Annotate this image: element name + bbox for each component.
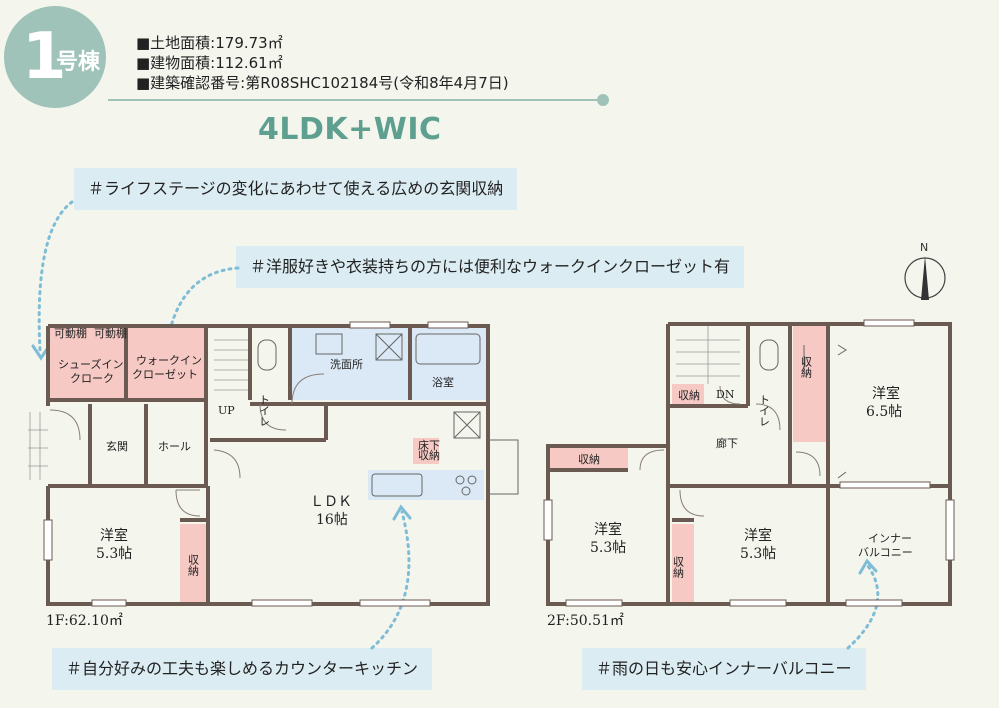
floor1-walls <box>46 324 490 606</box>
label-storage-right: 収納 <box>800 356 813 379</box>
label-underfloor-1: 床下 <box>418 438 440 452</box>
label-storage-top: 収納 <box>578 453 600 466</box>
label-ldk-2: 16帖 <box>316 512 348 528</box>
label-shelf-b: 可動棚 <box>94 326 127 340</box>
label-corridor: 廊下 <box>716 436 738 450</box>
label-up: UP <box>218 404 235 417</box>
label-shelf-a: 可動棚 <box>54 326 87 340</box>
label-storage-stairs: 収納 <box>678 389 700 402</box>
label-balcony-2: バルコニー <box>858 546 913 559</box>
callout-walk-in-closet: ＃洋服好きや衣装持ちの方には便利なウォークインクローゼット有 <box>236 246 745 288</box>
compass-label: N <box>920 241 928 254</box>
floor2-windows <box>543 319 955 607</box>
label-western1-1: 洋室 <box>100 527 128 544</box>
label-balcony-1: インナー <box>868 532 912 545</box>
arrow-head-balcony <box>858 558 878 575</box>
storage1-fill <box>180 524 206 602</box>
arrow-inner-balcony <box>846 564 880 650</box>
floor1-windows <box>43 321 469 607</box>
floor1-doors <box>49 373 325 517</box>
washroom-fill <box>290 328 410 400</box>
label-toilet: トイレ <box>258 394 271 427</box>
header-divider <box>108 99 604 101</box>
callout-counter-kitchen: ＃自分好みの工夫も楽しめるカウンターキッチン <box>52 648 433 690</box>
label-wic-1: ウォークイン <box>136 354 202 367</box>
label-wic-2: クローゼット <box>132 368 198 381</box>
floor1-plan: 可動棚 可動棚 シューズイン クローク ウォークイン クローゼット トイレ 洗面… <box>28 321 519 607</box>
stair2-treads <box>676 326 740 384</box>
storage-stairs-fill <box>672 384 704 404</box>
callout-entrance-storage: ＃ライフステージの変化にあわせて使える広めの玄関収納 <box>74 168 518 210</box>
floor2-doors <box>639 385 821 517</box>
label-western-b-1: 洋室 <box>594 521 622 538</box>
layout-type: 4LDK+WIC <box>258 112 442 147</box>
label-underfloor-2: 収納 <box>418 449 440 462</box>
storage-mid-fill <box>672 524 694 602</box>
label-western-b-2: 5.3帖 <box>590 540 626 556</box>
stair1-treads <box>28 339 248 480</box>
arrow-counter-kitchen <box>370 510 411 650</box>
label-western1-2: 5.3帖 <box>96 546 132 562</box>
permit-number: ■建築確認番号:第R08SHC102184号(令和8年4月7日) <box>136 74 509 92</box>
wic-fill <box>126 328 206 400</box>
floor2-area-label: 2F:50.51㎡ <box>547 613 624 629</box>
shoe-cloak-fill <box>48 328 126 400</box>
building-number: 1 <box>22 20 67 94</box>
label-washroom: 洗面所 <box>330 358 363 371</box>
label-storage-mid: 収納 <box>672 556 685 579</box>
land-area: ■土地面積:179.73㎡ <box>136 34 283 52</box>
floor2-plan: 収納 DN トイレ 収納 洋室 6.5帖 廊下 収納 洋室 5.3帖 収納 洋室… <box>543 319 955 607</box>
arrow-entrance-storage <box>37 200 74 352</box>
compass-needle <box>921 256 929 300</box>
label-western-a-1: 洋室 <box>872 385 900 402</box>
storage-right-fill <box>793 326 827 442</box>
callout-inner-balcony: ＃雨の日も安心インナーバルコニー <box>582 648 866 690</box>
floor2-fixtures <box>759 339 847 479</box>
label-bath: 浴室 <box>432 375 454 389</box>
floor1-area-label: 1F:62.10㎡ <box>46 613 123 629</box>
label-ldk-1: ＬＤＫ <box>310 494 352 510</box>
header-divider-dot <box>597 94 609 106</box>
arrow-head-kitchen <box>392 504 412 521</box>
label-shoe-cloak-2: クローク <box>70 372 114 385</box>
building-badge: 1 号棟 <box>4 6 106 108</box>
label-western-c-1: 洋室 <box>744 527 772 544</box>
label-hall: ホール <box>158 440 191 453</box>
floor2-walls <box>546 322 952 606</box>
building-unit: 号棟 <box>56 50 101 75</box>
building-area: ■建物面積:112.61㎡ <box>136 54 283 72</box>
floor1-fixtures <box>257 333 519 497</box>
label-entrance: 玄関 <box>106 439 128 453</box>
label-storage1: 収納 <box>187 554 200 577</box>
label-shoe-cloak-1: シューズイン <box>58 357 123 371</box>
arrow-lines <box>37 200 880 650</box>
underfloor-fill <box>413 438 439 464</box>
label-dn: DN <box>716 388 735 401</box>
storage-top-fill <box>548 446 628 470</box>
arrow-walk-in-closet <box>168 266 240 332</box>
label-toilet2: トイレ <box>758 394 771 427</box>
label-western-c-2: 5.3帖 <box>740 546 776 562</box>
compass: N <box>904 241 946 300</box>
label-western-a-2: 6.5帖 <box>866 404 902 420</box>
